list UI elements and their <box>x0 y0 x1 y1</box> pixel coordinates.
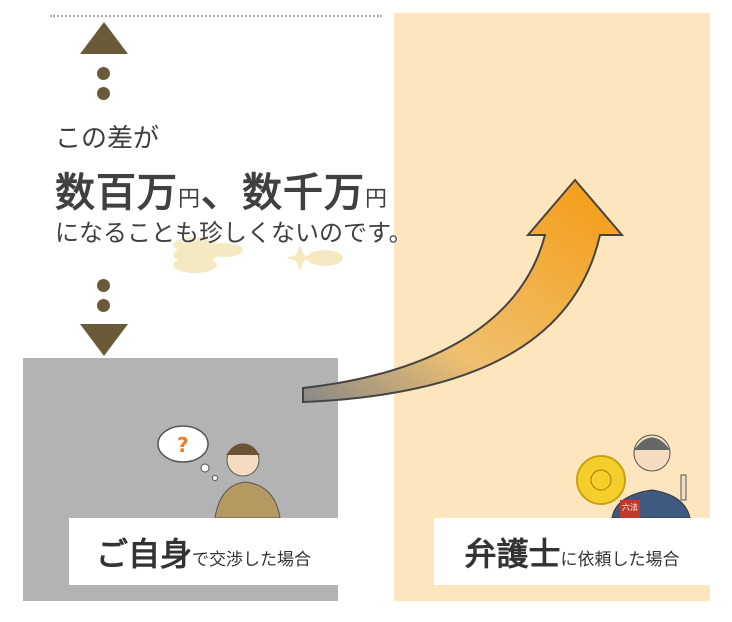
coins-icon <box>173 237 343 273</box>
lawyer-request-label: 弁護士に依頼した場合 <box>434 518 710 585</box>
self-label-rest: で交渉した場合 <box>192 550 311 570</box>
thinking-man-illustration: ? <box>157 425 281 519</box>
separator: 、 <box>201 170 243 216</box>
book-label: 六法 <box>622 503 638 512</box>
self-negotiation-label: ご自身で交渉した場合 <box>69 518 338 585</box>
lawyer-label-rest: に依頼した場合 <box>560 550 680 570</box>
amount-1: 数百万 <box>55 170 178 216</box>
headline-line3: になることも珍しくないのです。 <box>55 219 413 247</box>
dot-icon <box>97 279 110 292</box>
headline-amounts: 数百万円、数千万円 <box>55 160 388 218</box>
up-arrow-icon <box>80 22 128 54</box>
down-arrow-icon <box>80 324 128 356</box>
lawyer-label-strong: 弁護士 <box>464 534 561 573</box>
amount-2: 数千万 <box>242 170 366 216</box>
yen-2: 円 <box>365 187 389 212</box>
self-label-strong: ご自身 <box>95 534 192 573</box>
growth-arrow-icon <box>302 178 625 404</box>
headline-line1: この差が <box>55 124 160 154</box>
lawyer-illustration <box>576 434 691 519</box>
dot-icon <box>97 87 110 100</box>
yen-1: 円 <box>178 187 202 212</box>
dot-icon <box>97 67 110 80</box>
dot-icon <box>97 299 110 312</box>
question-mark: ? <box>177 433 189 457</box>
dotted-divider <box>50 15 382 17</box>
